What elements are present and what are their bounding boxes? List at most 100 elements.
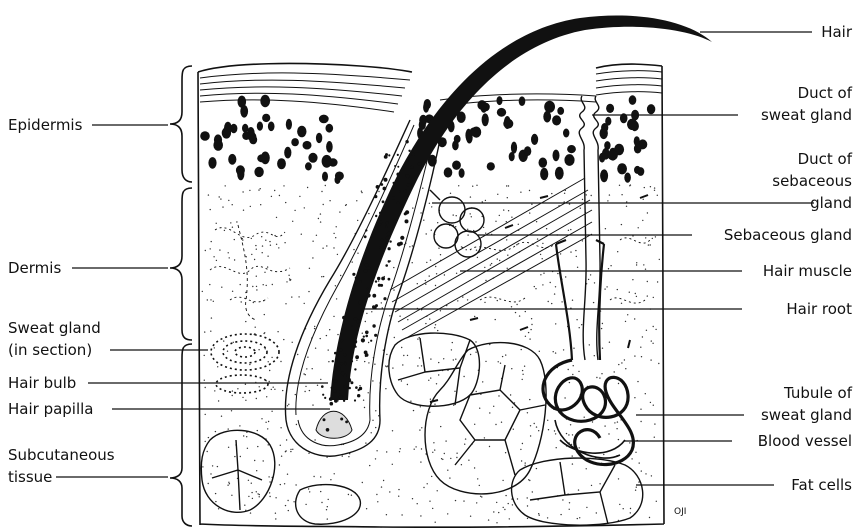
stipple-dot: [607, 200, 608, 201]
stipple-dot: [635, 293, 636, 294]
label-blood-vessel: Blood vessel: [758, 432, 852, 450]
stipple-dot: [386, 354, 387, 355]
stipple-dot: [245, 384, 246, 385]
stipple-dot: [287, 500, 288, 501]
stipple-dot: [317, 385, 318, 386]
stipple-dot: [503, 507, 504, 508]
epidermis-cell: [237, 166, 243, 174]
stipple-dot: [651, 340, 652, 341]
stipple-dot: [534, 286, 535, 287]
stipple-dot: [522, 370, 523, 371]
stipple-dot: [575, 250, 576, 251]
stipple-dot: [412, 262, 413, 263]
stipple-dot: [569, 509, 570, 510]
stipple-dot: [276, 244, 277, 245]
stipple-dot: [516, 304, 517, 305]
stipple-dot: [328, 499, 329, 500]
stipple-dot: [434, 449, 435, 450]
stipple-dot: [361, 191, 362, 192]
root-cell: [354, 399, 356, 401]
stipple-dot: [580, 208, 581, 209]
label-tubule-line2: sweat gland: [761, 406, 852, 424]
root-cell: [404, 190, 407, 193]
stipple-dot: [228, 482, 229, 483]
stipple-dot: [266, 396, 267, 397]
epidermis-cell: [624, 173, 631, 183]
stipple-dot: [551, 193, 552, 194]
stipple-dot: [594, 282, 595, 283]
stipple-dot: [285, 505, 286, 506]
stipple-dot: [630, 184, 631, 185]
stipple-dot: [643, 199, 644, 200]
root-cell: [366, 287, 368, 289]
stipple-dot: [267, 256, 268, 257]
stipple-dot: [288, 275, 289, 276]
stipple-dot: [285, 451, 286, 452]
root-cell: [404, 212, 407, 215]
stipple-dot: [590, 274, 591, 275]
epidermis-cell: [228, 154, 236, 165]
epidermis-cell: [531, 134, 538, 145]
stipple-dot: [656, 501, 657, 502]
epidermis-cell: [606, 104, 614, 113]
stipple-dot: [329, 329, 330, 330]
stipple-dot: [603, 454, 604, 455]
root-cell: [388, 260, 391, 263]
stipple-dot: [401, 514, 402, 515]
stipple-dot: [529, 338, 530, 339]
stipple-dot: [425, 323, 426, 324]
stipple-dot: [362, 482, 363, 483]
root-cell: [343, 353, 346, 356]
stipple-dot: [609, 342, 610, 343]
stipple-dot: [572, 374, 573, 375]
stipple-dot: [320, 338, 321, 339]
stipple-dot: [284, 483, 285, 484]
stipple-dot: [271, 196, 272, 197]
epidermis-cell: [539, 158, 548, 168]
stipple-dot: [430, 259, 431, 260]
stipple-dot: [371, 432, 372, 433]
stipple-dot: [568, 369, 569, 370]
stipple-dot: [351, 495, 352, 496]
stipple-dot: [630, 508, 631, 509]
epidermis-cell: [555, 167, 564, 180]
stipple-dot: [629, 442, 630, 443]
label-hair-bulb: Hair bulb: [8, 374, 76, 392]
stipple-dot: [320, 476, 321, 477]
epidermis-cell: [552, 115, 561, 125]
stipple-dot: [500, 363, 501, 364]
stipple-dot: [335, 285, 336, 286]
stipple-dot: [560, 514, 561, 515]
stipple-dot: [234, 456, 235, 457]
stipple-dot: [417, 503, 418, 504]
epidermis-cell: [540, 168, 548, 180]
stipple-dot: [251, 483, 252, 484]
stipple-dot: [401, 347, 402, 348]
stipple-dot: [537, 238, 538, 239]
stipple-dot: [323, 204, 324, 205]
root-cell: [374, 195, 377, 198]
epidermis-cell: [284, 147, 291, 159]
stipple-dot: [365, 321, 366, 322]
stipple-dot: [511, 306, 512, 307]
stipple-dot: [386, 514, 387, 515]
stipple-dot: [251, 238, 252, 239]
label-subcutaneous-line2: tissue: [8, 468, 52, 486]
dermis-dashes: [430, 195, 648, 402]
stipple-dot: [267, 266, 268, 267]
stipple-dot: [532, 491, 533, 492]
stipple-dot: [447, 513, 448, 514]
stipple-dot: [232, 227, 233, 228]
stipple-dot: [275, 518, 276, 519]
illustrator-signature: OJI: [674, 507, 686, 517]
stipple-dot: [467, 299, 468, 300]
stipple-dot: [215, 493, 216, 494]
stipple-dot: [234, 259, 235, 260]
stipple-dot: [527, 412, 528, 413]
root-cell: [375, 215, 377, 217]
stipple-dot: [294, 210, 295, 211]
stipple-dot: [231, 410, 232, 411]
stipple-dot: [241, 301, 242, 302]
stipple-dot: [292, 221, 293, 222]
stipple-dot: [247, 448, 248, 449]
